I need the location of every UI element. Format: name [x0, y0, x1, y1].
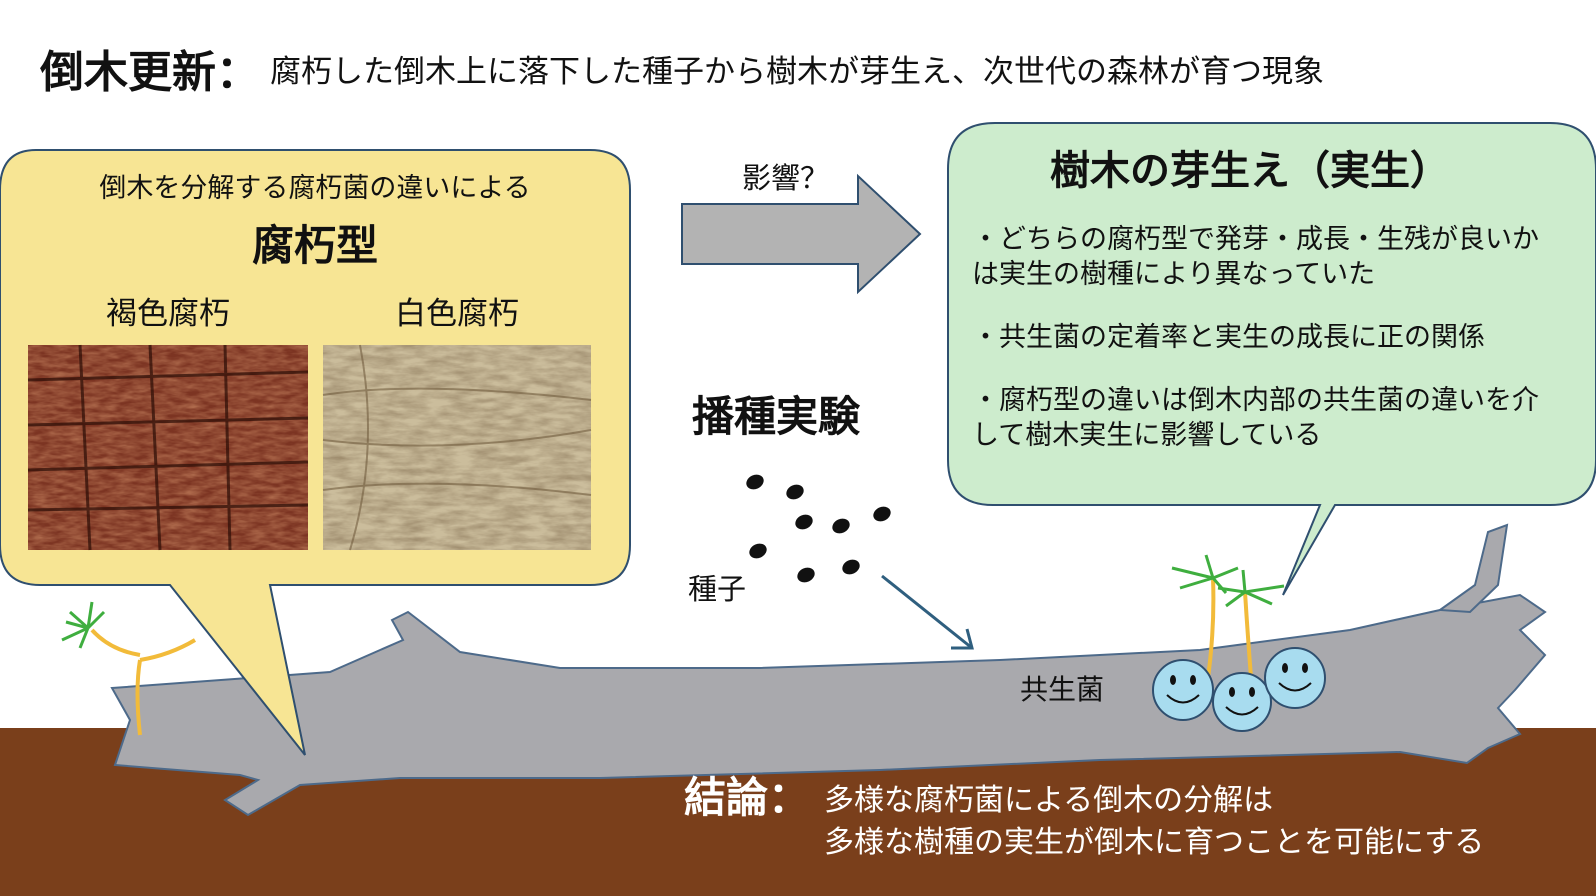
symbiont-smiley-icon: [1264, 647, 1326, 709]
seed-dots: [746, 474, 891, 583]
conclusion-line-2: 多様な樹種の実生が倒木に育つことを可能にする: [824, 825, 1485, 860]
symbiont-label: 共生菌: [1020, 673, 1105, 706]
seed-arrow: [881, 574, 974, 650]
sowing-experiment-label: 播種実験: [692, 392, 861, 441]
seedling-box-title: 樹木の芽生え（実生）: [1050, 148, 1450, 194]
seedling-left: [61, 601, 197, 736]
log-branch: [1437, 523, 1509, 614]
title-description: 腐朽した倒木上に落下した種子から樹木が芽生え、次世代の森林が育つ現象: [270, 54, 1324, 90]
finding-item: ・共生菌の定着率と実生の成長に正の関係: [972, 322, 1485, 353]
symbiont-smiley-icon: [1212, 672, 1272, 732]
decay-type-bubble: [0, 149, 631, 756]
title-heading: 倒木更新：: [40, 47, 260, 98]
fallen-log: [110, 593, 1547, 817]
findings-list: ・どちらの腐朽型で発芽・成長・生残が良いかは実生の樹種により異なっていた ・共生…: [972, 222, 1557, 481]
finding-item: ・どちらの腐朽型で発芽・成長・生残が良いかは実生の樹種により異なっていた: [972, 224, 1539, 290]
influence-arrow: [681, 173, 922, 295]
conclusion-heading: 結論：: [684, 773, 811, 822]
brown-rot-label: 褐色腐朽: [106, 296, 230, 332]
decay-box-subtitle: 倒木を分解する腐朽菌の違いによる: [99, 173, 531, 204]
influence-label: 影響？: [742, 161, 830, 195]
decay-box-title: 腐朽型: [251, 221, 378, 270]
symbiont-smiley-icon: [1152, 659, 1214, 721]
conclusion-line-1: 多様な腐朽菌による倒木の分解は: [824, 783, 1274, 818]
brown-rot-photo: [27, 344, 309, 551]
finding-item: ・腐朽型の違いは倒木内部の共生菌の違いを介して樹木実生に影響している: [972, 385, 1539, 451]
seedling-bubble: [947, 122, 1596, 596]
white-rot-photo: [322, 344, 592, 551]
white-rot-label: 白色腐朽: [395, 296, 519, 332]
seeds-label: 種子: [688, 572, 747, 606]
